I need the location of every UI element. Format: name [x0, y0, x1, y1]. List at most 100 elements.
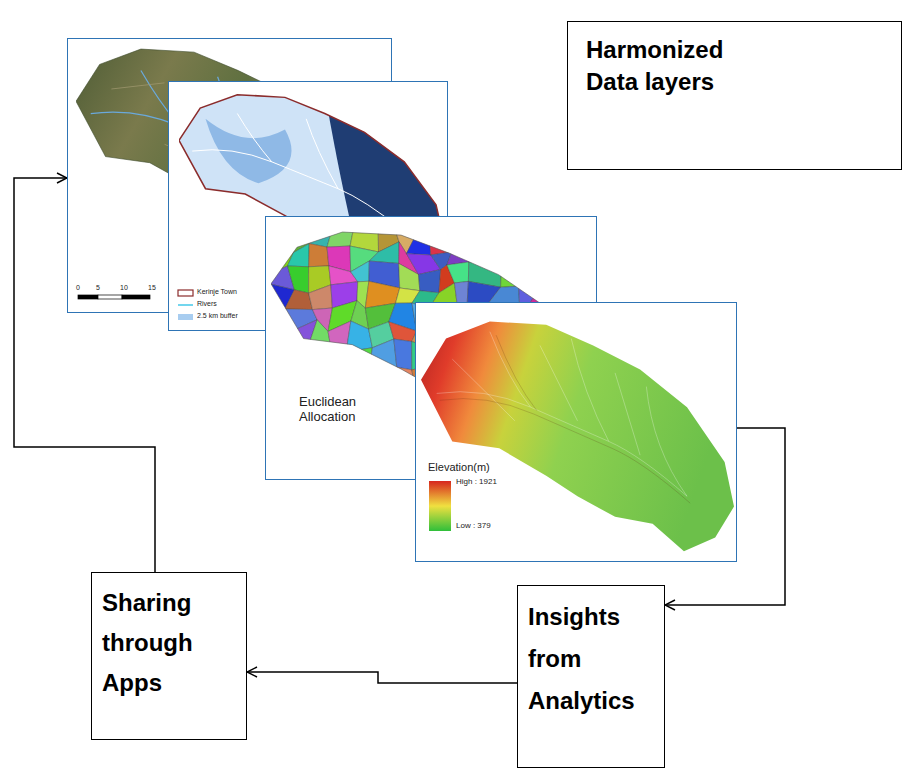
allocation-cell — [328, 425, 358, 442]
allocation-cell — [308, 320, 331, 350]
text-anchor: Euclidean Allocation — [299, 395, 379, 425]
allocation-cell — [406, 229, 430, 255]
map-label: 5 — [96, 284, 100, 292]
river-line — [192, 113, 404, 231]
allocation-cell — [369, 382, 396, 398]
buffer-zone — [206, 119, 292, 183]
allocation-cell — [271, 362, 294, 387]
allocation-cell — [372, 398, 399, 418]
allocation-cell — [552, 263, 581, 293]
allocation-cell — [307, 363, 334, 389]
allocation-cell — [569, 229, 596, 251]
allocation-cell — [519, 272, 542, 287]
text-anchor: Rivers — [197, 300, 217, 308]
map-label: 2.5 km buffer — [197, 312, 238, 320]
allocation-cell — [488, 229, 513, 253]
basin-shape — [421, 321, 734, 551]
allocation-cell — [271, 407, 297, 423]
map-label: Rivers — [197, 300, 217, 308]
allocation-cell — [447, 242, 480, 265]
text-anchor: 5 — [96, 284, 100, 292]
allocation-cell — [328, 321, 351, 352]
legend-symbols — [416, 477, 536, 557]
box-label: Harmonized Data layers — [586, 34, 776, 98]
text-anchor: 10 — [120, 284, 128, 292]
scale-bar — [78, 295, 98, 299]
allocation-cell — [331, 350, 348, 366]
allocation-cell — [369, 367, 397, 384]
scale-bar — [98, 295, 122, 299]
allocation-cell — [555, 229, 575, 253]
allocation-cell — [386, 382, 415, 407]
map-label: 15 — [148, 284, 156, 292]
allocation-cell — [358, 416, 379, 442]
map-label: 10 — [120, 284, 128, 292]
allocation-cell — [389, 322, 417, 342]
allocation-cell — [535, 248, 556, 274]
allocation-cell — [292, 363, 312, 389]
buffer-zone — [325, 92, 444, 280]
map-label: Elevation(m) — [428, 461, 490, 474]
box-label: Insights from Analytics — [528, 596, 654, 722]
allocation-cell — [309, 425, 330, 442]
map-card: Elevation(m) High : 1921Low : 379 — [415, 302, 737, 562]
scale-bar — [122, 295, 150, 299]
map-label: 0 — [76, 284, 80, 292]
allocation-cell — [571, 288, 596, 302]
allocation-cell — [332, 366, 348, 384]
allocation-cell — [396, 418, 412, 442]
text-anchor: Low : 379 — [456, 521, 491, 530]
allocation-cell — [285, 290, 313, 310]
text-anchor: 2.5 km buffer — [197, 312, 238, 320]
allocation-cell — [555, 251, 582, 273]
allocation-cell — [501, 263, 521, 287]
flow-arrow — [247, 672, 517, 683]
town-boundary — [179, 95, 444, 275]
river-symbol — [178, 304, 193, 306]
allocation-cell — [396, 367, 414, 384]
allocation-cell — [288, 266, 309, 293]
allocation-cell — [540, 229, 556, 253]
allocation-cell — [535, 273, 556, 290]
allocation-cell — [418, 270, 440, 293]
allocation-cell — [354, 398, 379, 428]
allocation-cell — [477, 229, 490, 253]
map-label: Kerinje Town — [197, 288, 237, 296]
allocation-cell — [372, 416, 399, 442]
process-box: Harmonized Data layers — [567, 21, 902, 170]
map-label: Low : 379 — [456, 521, 491, 530]
box-label: Sharing through Apps — [102, 583, 236, 703]
allocation-cell — [394, 339, 412, 370]
allocation-cell — [289, 421, 318, 442]
allocation-cell — [347, 366, 369, 383]
text-anchor: Kerinje Town — [197, 288, 237, 296]
allocation-cell — [271, 229, 294, 253]
allocation-cell — [351, 261, 370, 282]
allocation-cell — [308, 346, 334, 366]
allocation-cell — [309, 285, 333, 310]
allocation-cell — [569, 251, 596, 271]
allocation-cell — [452, 229, 480, 252]
allocation-cell — [292, 340, 312, 370]
allocation-cell — [327, 229, 353, 247]
elevation-ramp — [429, 481, 451, 531]
text-anchor: 15 — [148, 284, 156, 292]
allocation-cell — [447, 262, 469, 283]
map-label: Euclidean Allocation — [299, 395, 379, 425]
boundary-symbol — [178, 290, 193, 296]
allocation-cell — [369, 339, 397, 370]
process-box: Insights from Analytics — [517, 585, 665, 768]
allocation-cell — [271, 340, 296, 370]
allocation-cell — [469, 242, 502, 263]
text-anchor: High : 1921 — [456, 477, 497, 486]
allocation-cell — [271, 421, 297, 442]
allocation-cell — [509, 229, 542, 248]
allocation-cell — [491, 245, 521, 272]
process-box: Sharing through Apps — [91, 572, 247, 740]
map-label: High : 1921 — [456, 477, 497, 486]
allocation-cell — [369, 242, 399, 264]
allocation-cell — [386, 398, 415, 426]
allocation-cell — [571, 263, 596, 293]
allocation-cell — [309, 244, 329, 267]
allocation-cell — [346, 348, 372, 370]
